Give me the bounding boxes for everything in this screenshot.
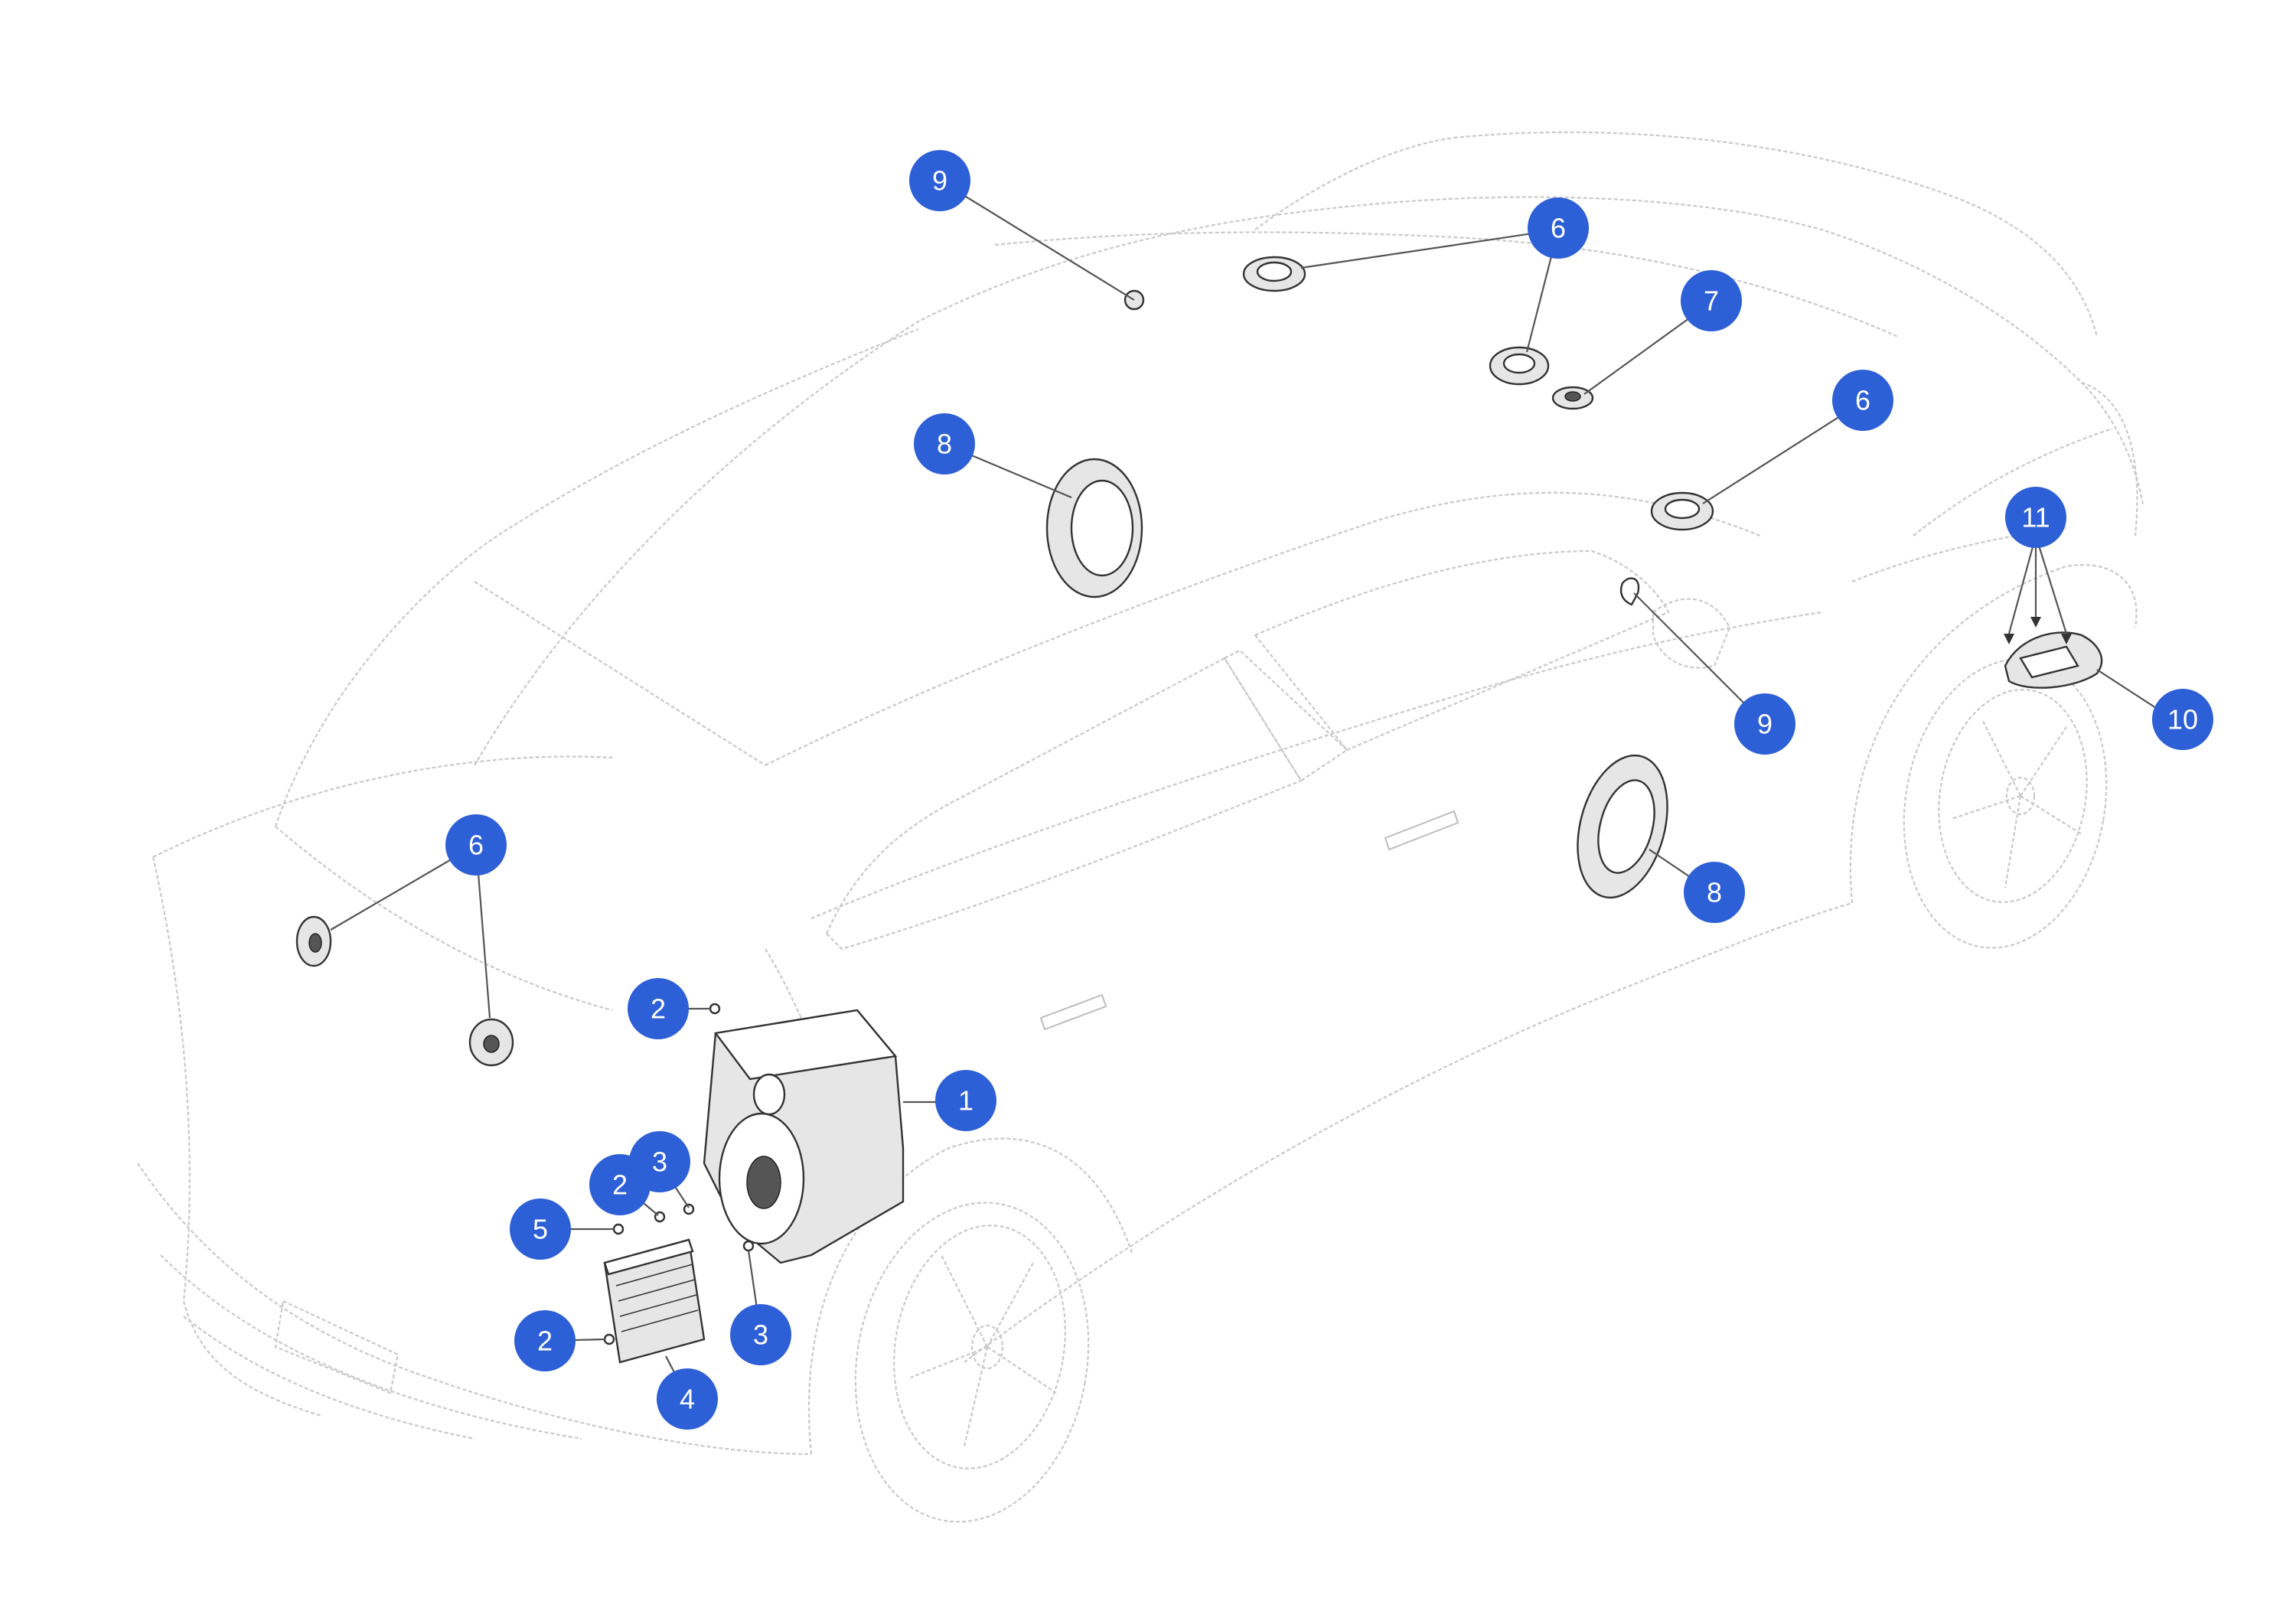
callout-8-front-door: 8 — [914, 413, 975, 474]
svg-text:6: 6 — [1855, 385, 1870, 416]
speaker-8-rear-door — [1577, 754, 1668, 899]
callout-4: 4 — [657, 1368, 718, 1430]
svg-text:8: 8 — [937, 429, 952, 460]
car-outline — [137, 131, 2144, 1456]
svg-text:7: 7 — [1704, 285, 1719, 317]
callout-2-lower: 2 — [514, 1310, 576, 1371]
subwoofer-enclosure — [703, 1009, 905, 1264]
speaker-6-dash-b — [1489, 346, 1550, 386]
svg-text:11: 11 — [2021, 502, 2050, 533]
rear-wheel — [854, 1202, 1090, 1523]
callout-6-front-right: 6 — [1832, 370, 1893, 431]
speaker-6-dash-a — [1242, 256, 1306, 292]
callout-6-rear: 6 — [445, 814, 507, 876]
callout-3-lower: 3 — [730, 1304, 791, 1365]
external-speaker-10 — [2004, 631, 2103, 689]
speaker-7-center — [1551, 386, 1594, 410]
svg-text:5: 5 — [533, 1214, 548, 1245]
speaker-6-dash-c — [1650, 491, 1714, 531]
callout-8-rear-door: 8 — [1684, 862, 1745, 923]
callout-5: 5 — [510, 1198, 571, 1260]
speaker-6-rear-left — [295, 915, 332, 967]
svg-text:2: 2 — [651, 993, 666, 1025]
front-wheel — [1903, 658, 2108, 949]
callout-9-roof: 9 — [909, 150, 970, 211]
amplifier — [603, 1238, 706, 1364]
callout-2-middle: 2 — [589, 1154, 651, 1215]
svg-text:9: 9 — [932, 165, 947, 197]
svg-text:2: 2 — [537, 1326, 553, 1357]
callout-2-top: 2 — [628, 978, 689, 1039]
callout-7: 7 — [1681, 270, 1742, 331]
leader-lines — [330, 180, 2174, 1398]
callout-6-dash: 6 — [1528, 197, 1589, 259]
svg-text:8: 8 — [1707, 877, 1722, 908]
fastener-bolts — [603, 1003, 755, 1345]
svg-text:3: 3 — [652, 1146, 667, 1178]
speaker-6-rear-right — [468, 1018, 514, 1067]
svg-text:3: 3 — [753, 1319, 768, 1351]
svg-text:6: 6 — [1551, 213, 1566, 244]
callout-11: 11 — [2005, 487, 2066, 548]
callout-9-pillar: 9 — [1734, 693, 1795, 755]
svg-text:10: 10 — [2167, 704, 2198, 735]
svg-text:9: 9 — [1757, 709, 1773, 740]
callout-1: 1 — [935, 1070, 996, 1131]
svg-text:6: 6 — [468, 830, 484, 861]
svg-text:2: 2 — [612, 1169, 628, 1201]
microphone-9-pillar — [1619, 577, 1640, 606]
speaker-8-front-door — [1045, 458, 1143, 598]
svg-text:1: 1 — [958, 1085, 974, 1117]
svg-text:4: 4 — [680, 1384, 695, 1415]
callout-10: 10 — [2152, 689, 2213, 750]
